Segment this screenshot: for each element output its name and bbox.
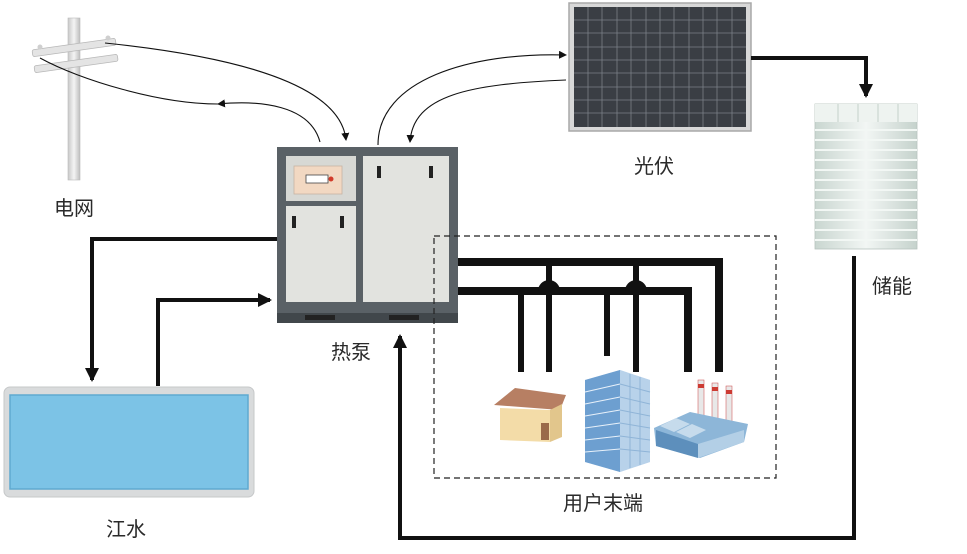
river-to-heatpump-pipe: [156, 293, 272, 386]
power-pole-icon: [31, 17, 119, 181]
heatpump-to-river-pipe: [85, 237, 277, 382]
heatpump-to-grid-arrow: [217, 99, 321, 143]
grid-label: 电网: [54, 196, 94, 220]
user-end-boundary: [433, 235, 777, 479]
user-end-pipes: [458, 258, 723, 372]
pv-to-heatpump-arrow: [406, 79, 567, 143]
grid-pv-flows: [39, 42, 567, 146]
house-icon: [494, 388, 566, 442]
grid-to-heatpump-arrow: [104, 42, 350, 141]
heatpump-to-grid-line: [39, 57, 219, 105]
heatpump-to-pv-arrow: [377, 50, 567, 146]
storage-label: 储能: [872, 274, 912, 298]
storage-tank-icon: [814, 103, 918, 250]
heat-pump-label: 热泵: [331, 340, 371, 364]
solar-panel-icon: [568, 2, 752, 132]
pipe-junctions: [538, 280, 647, 291]
river-label: 江水: [106, 517, 146, 541]
storage-to-heatpump-pipe: [393, 256, 856, 540]
pipe-network: [85, 56, 873, 540]
heat-pump-unit: [277, 147, 458, 323]
factory-icon: [654, 379, 748, 458]
user-end-label: 用户末端: [563, 491, 643, 515]
pv-to-storage-pipe: [751, 56, 873, 98]
pv-label: 光伏: [634, 154, 674, 178]
river-water-basin: [3, 386, 255, 498]
office-building-icon: [584, 370, 651, 472]
